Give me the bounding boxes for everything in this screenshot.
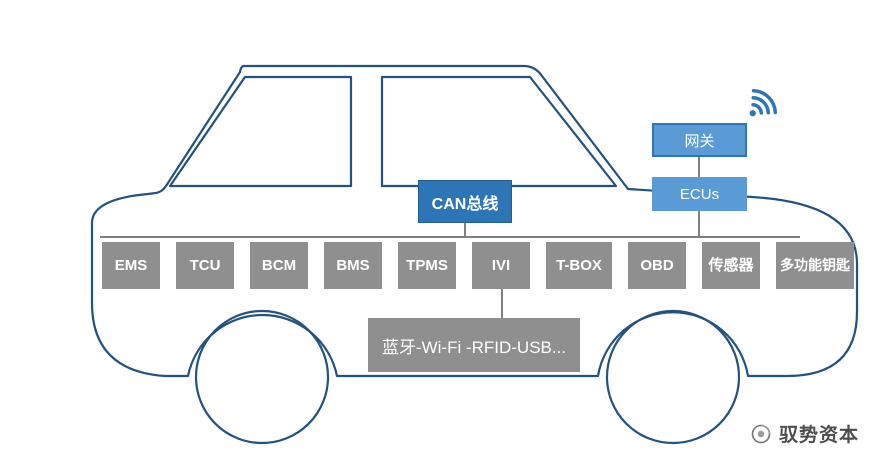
- node-sensor: 传感器: [702, 242, 760, 289]
- node-obd: OBD: [628, 242, 686, 289]
- node-tcu: TCU: [176, 242, 234, 289]
- peripheral-interfaces-box: 蓝牙-Wi-Fi -RFID-USB...: [368, 318, 580, 372]
- node-multifunction-key: 多功能钥匙: [776, 242, 854, 289]
- gateway-ecus-connector: [698, 157, 700, 177]
- node-ivi: IVI: [472, 242, 530, 289]
- car-window-rear: [380, 75, 618, 188]
- car-window-front: [168, 75, 353, 188]
- watermark-text: 驭势资本: [779, 425, 860, 446]
- ecus-box: ECUs: [652, 177, 747, 211]
- node-tbox: T-BOX: [546, 242, 612, 289]
- node-tpms: TPMS: [398, 242, 456, 289]
- node-bcm: BCM: [250, 242, 308, 289]
- can-bus-box: CAN总线: [418, 180, 512, 223]
- gateway-box: 网关: [652, 123, 747, 157]
- watermark-logo-icon: [751, 424, 771, 443]
- can-box-connector: [464, 223, 466, 238]
- node-bms: BMS: [324, 242, 382, 289]
- front-wheel: [194, 309, 330, 445]
- bus-nodes-row: EMS TCU BCM BMS TPMS IVI T-BOX OBD 传感器 多…: [102, 242, 854, 289]
- node-ems: EMS: [102, 242, 160, 289]
- rear-wheel: [605, 309, 741, 445]
- can-bus-line: [100, 236, 800, 238]
- watermark: 驭势资本: [748, 420, 859, 447]
- wifi-signal-icon: [749, 88, 778, 117]
- ivi-peripheral-connector: [501, 289, 503, 318]
- ecus-bus-connector: [698, 211, 700, 238]
- car-body: [90, 64, 859, 378]
